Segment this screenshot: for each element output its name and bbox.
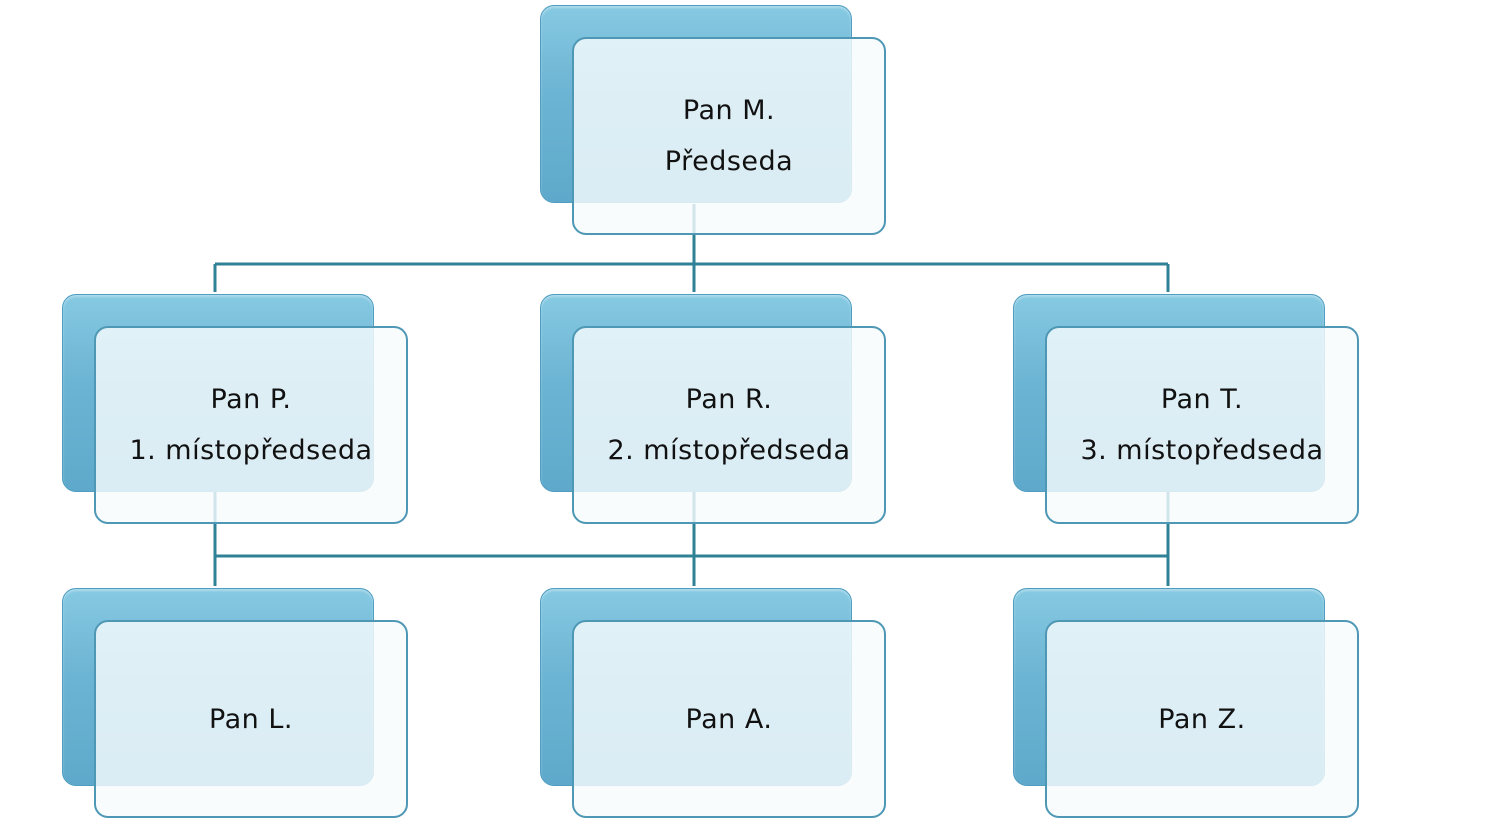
node-member-l: Pan L. — [62, 588, 410, 818]
node-front-card: Pan M. Předseda — [572, 37, 886, 235]
node-role: 2. místopředseda — [607, 435, 851, 466]
node-name: Pan M. — [682, 95, 776, 126]
node-role: Předseda — [664, 146, 794, 177]
node-name: Pan L. — [209, 703, 293, 735]
node-role: 1. místopředseda — [129, 435, 373, 466]
node-name: Pan T. — [1160, 384, 1244, 415]
node-front-card: Pan R. 2. místopředseda — [572, 326, 886, 524]
node-vice-chair-3: Pan T. 3. místopředseda — [1013, 294, 1361, 524]
node-chairman: Pan M. Předseda — [540, 5, 888, 235]
node-front-card: Pan P. 1. místopředseda — [94, 326, 408, 524]
node-name: Pan A. — [685, 703, 773, 735]
node-role: 3. místopředseda — [1080, 435, 1324, 466]
node-front-card: Pan L. — [94, 620, 408, 818]
node-vice-chair-2: Pan R. 2. místopředseda — [540, 294, 888, 524]
node-front-card: Pan T. 3. místopředseda — [1045, 326, 1359, 524]
node-vice-chair-1: Pan P. 1. místopředseda — [62, 294, 410, 524]
node-member-z: Pan Z. — [1013, 588, 1361, 818]
node-name: Pan R. — [685, 384, 773, 415]
node-name: Pan P. — [210, 384, 292, 415]
node-front-card: Pan Z. — [1045, 620, 1359, 818]
node-member-a: Pan A. — [540, 588, 888, 818]
node-name: Pan Z. — [1158, 703, 1246, 735]
node-front-card: Pan A. — [572, 620, 886, 818]
